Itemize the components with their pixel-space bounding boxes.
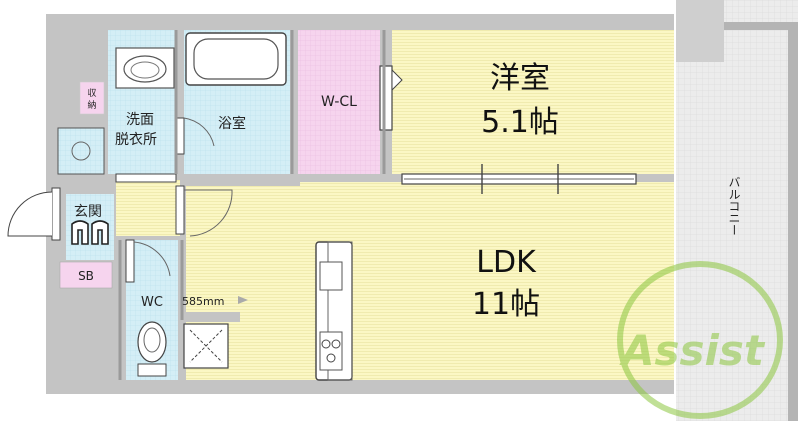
ldk-size: 11帖 bbox=[472, 287, 540, 322]
toilet-door-swing bbox=[133, 241, 171, 277]
ldk-name: LDK bbox=[476, 245, 537, 280]
slipper-left-icon bbox=[71, 220, 89, 245]
balcony-rail-top bbox=[724, 22, 798, 30]
toilet-door bbox=[125, 239, 135, 283]
entrance-label: 玄関 bbox=[74, 203, 102, 220]
hall-floor bbox=[116, 180, 180, 236]
toilet-bowl bbox=[137, 321, 167, 363]
watermark: Assist bbox=[617, 261, 783, 419]
dimension-note: 585mm bbox=[182, 295, 224, 308]
kitchen-counter-edge bbox=[327, 241, 353, 381]
toilet-seat bbox=[143, 327, 161, 353]
washroom-door bbox=[115, 173, 177, 183]
closet-door-marker bbox=[391, 68, 403, 92]
washroom-label-2: 脱衣所 bbox=[115, 132, 157, 148]
balcony-top-block bbox=[676, 0, 724, 62]
washroom-label-1: 洗面 bbox=[126, 112, 154, 128]
kitchen-sink bbox=[319, 261, 343, 291]
western-room-size: 5.1帖 bbox=[481, 105, 559, 140]
washing-machine-pan bbox=[57, 127, 105, 175]
western-room-floor bbox=[392, 30, 674, 174]
watermark-text: Assist bbox=[619, 326, 766, 375]
sink-inner bbox=[130, 61, 160, 79]
bathtub bbox=[185, 32, 287, 86]
slipper-right-icon bbox=[91, 220, 109, 245]
closet-door-frame bbox=[379, 65, 393, 131]
storage-label-2: 納 bbox=[87, 99, 96, 111]
bath-door-swing bbox=[183, 117, 215, 147]
ldk-floor bbox=[186, 186, 674, 380]
balcony-label: バルコニー bbox=[727, 176, 741, 236]
hall-door-swing bbox=[184, 189, 233, 237]
entrance-door-swing bbox=[7, 191, 53, 237]
dimension-ledge bbox=[184, 312, 240, 322]
walk-in-closet-floor bbox=[298, 30, 380, 174]
storage-area bbox=[79, 81, 105, 115]
kitchen-cooktop bbox=[319, 331, 343, 371]
washing-machine-drain bbox=[71, 141, 91, 161]
toilet-tank bbox=[137, 363, 167, 377]
burner-3 bbox=[326, 353, 336, 363]
entrance-door bbox=[51, 187, 61, 241]
burner-1 bbox=[321, 339, 331, 349]
bathtub-inner bbox=[193, 38, 279, 80]
storage-label-1: 収 bbox=[87, 87, 96, 99]
walk-in-closet-label: W-CL bbox=[321, 94, 357, 110]
watermark-swoosh bbox=[617, 261, 783, 419]
toilet-label: WC bbox=[141, 295, 163, 310]
shoe-box-area bbox=[59, 261, 113, 289]
bath-label: 浴室 bbox=[218, 115, 246, 132]
western-room-name: 洋室 bbox=[490, 61, 550, 96]
shoe-box-label: SB bbox=[78, 269, 94, 283]
burner-2 bbox=[331, 339, 341, 349]
dimension-arrow-icon bbox=[238, 296, 248, 304]
balcony-rail-right bbox=[788, 22, 798, 421]
ldk-floor-upper bbox=[300, 182, 674, 192]
pipe-shaft-x2 bbox=[189, 329, 223, 363]
hall-door bbox=[175, 185, 185, 235]
